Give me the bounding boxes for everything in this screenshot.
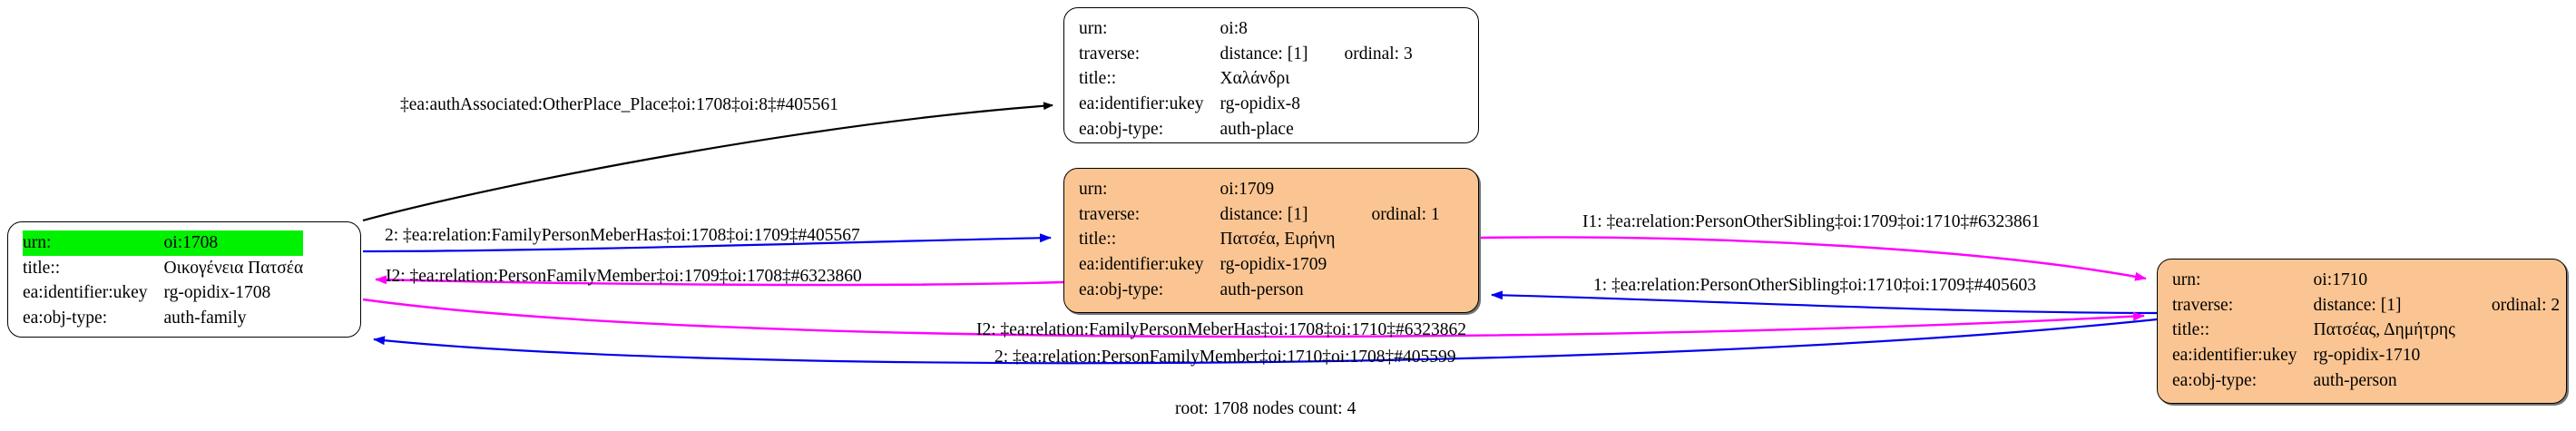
node-row-value: auth-person [2313,370,2397,390]
node-row-extra [2455,318,2560,343]
node-row-value: oi:1708 [163,230,304,256]
edge-path-1708-to-8 [362,102,1053,222]
node-row-value: rg-opidix-8 [1219,94,1300,114]
node-row-extra [1308,92,1412,117]
node-row-key: title:: [1079,69,1117,89]
node-row-value: auth-place [1219,119,1294,139]
node-row: urn: oi:1708 [23,230,304,256]
node-row-value: oi:1709 [1219,180,1275,199]
node-row: traverse: distance: [1] ordinal: 1 [1079,202,1440,228]
node-row-key: ea:obj-type: [1079,119,1164,139]
node-row-value: Πατσέας, Δημήτρης [2313,320,2455,340]
node-row-extra [2455,268,2560,293]
edge-label-1708-to-1710: I2: ‡ea:relation:FamilyPersonMeberHas‡oi… [976,320,1466,339]
node-row-key: traverse: [1079,204,1141,224]
node-row: title:: Οικογένεια Πατσέα [23,256,303,281]
node-row: title:: Χαλάνδρι [1079,66,1413,92]
node-row-value: Οικογένεια Πατσέα [163,258,304,278]
node-row-extra: ordinal: 3 [1344,44,1413,64]
node-row-value: auth-family [163,309,247,328]
node-row-key: traverse: [2172,295,2234,315]
node-row-extra [1335,177,1439,202]
node-row-value: distance: [1] [1219,204,1308,224]
node-oi-1708-auth-family[interactable]: urn: oi:1708 title:: Οικογένεια Πατσέα e… [7,221,361,338]
node-row-key: ea:identifier:ukey [1079,94,1204,114]
node-row: urn: oi:1710 [2172,268,2560,293]
node-row-extra [2455,343,2560,368]
node-oi-1709-auth-person[interactable]: urn: oi:1709 traverse: distance: [1] ord… [1063,168,1479,313]
node-row-key: ea:identifier:ukey [1079,255,1204,275]
edge-label-1708-to-8: ‡ea:authAssociated:OtherPlace_Place‡oi:1… [400,95,839,114]
node-row-extra [1308,16,1412,42]
node-row: ea:obj-type: auth-place [1079,117,1413,142]
node-row-extra: ordinal: 2 [2491,295,2561,315]
edge-label-1710-to-1709: 1: ‡ea:relation:PersonOtherSibling‡oi:17… [1593,276,2036,295]
node-row: ea:obj-type: auth-person [2172,368,2560,394]
node-row-key: title:: [23,258,61,278]
node-row-key: traverse: [1079,44,1141,64]
node-row-value: Πατσέα, Ειρήνη [1219,230,1336,250]
node-row-value: oi:8 [1219,19,1248,38]
node-row-value: rg-opidix-1710 [2313,346,2421,366]
node-row-key: ea:identifier:ukey [23,283,148,303]
node-row: ea:identifier:ukey rg-opidix-1709 [1079,252,1440,278]
node-table: urn: oi:8 traverse: distance: [1] ordina… [1079,16,1413,142]
node-oi-8-auth-place[interactable]: urn: oi:8 traverse: distance: [1] ordina… [1063,7,1479,143]
node-row: traverse: distance: [1] ordinal: 3 [1079,42,1413,67]
node-row: urn: oi:8 [1079,16,1413,42]
node-row-value: distance: [1] [2313,295,2402,315]
node-table: urn: oi:1709 traverse: distance: [1] ord… [1079,177,1440,302]
node-row-extra [1335,278,1439,303]
node-table: urn: oi:1708 title:: Οικογένεια Πατσέα e… [23,230,304,331]
node-row-extra [1308,66,1412,92]
node-row-value: Χαλάνδρι [1219,69,1290,89]
node-row: ea:obj-type: auth-person [1079,278,1440,303]
node-row-key: ea:obj-type: [23,309,108,328]
node-oi-1710-auth-person[interactable]: urn: oi:1710 traverse: distance: [1] ord… [2157,259,2567,404]
edge-label-1709-to-1708: I2: ‡ea:relation:PersonFamilyMember‡oi:1… [386,267,862,286]
node-row-extra [1335,252,1439,278]
node-row-key: ea:identifier:ukey [2172,346,2297,366]
node-row-key: urn: [2172,270,2201,289]
node-row-key: ea:obj-type: [2172,370,2258,390]
graph-caption: root: 1708 nodes count: 4 [1175,399,1357,418]
node-row-value: distance: [1] [1219,44,1308,64]
node-row: ea:obj-type: auth-family [23,306,303,331]
node-row: title:: Πατσέας, Δημήτρης [2172,318,2560,343]
node-row-value: rg-opidix-1708 [163,283,271,303]
node-row: ea:identifier:ukey rg-opidix-8 [1079,92,1413,117]
edge-label-1709-to-1710: I1: ‡ea:relation:PersonOtherSibling‡oi:1… [1582,212,2041,231]
edge-label-1708-to-1709: 2: ‡ea:relation:FamilyPersonMeberHas‡oi:… [385,226,860,245]
node-row: ea:identifier:ukey rg-opidix-1710 [2172,343,2560,368]
node-row-extra [1308,117,1412,142]
node-row-key: title:: [1079,230,1117,250]
edge-label-1710-to-1708: 2: ‡ea:relation:PersonFamilyMember‡oi:17… [994,348,1456,367]
node-table: urn: oi:1710 traverse: distance: [1] ord… [2172,268,2560,393]
node-row-value: oi:1710 [2313,270,2368,289]
node-row-extra [2455,368,2560,394]
node-row: title:: Πατσέα, Ειρήνη [1079,227,1440,252]
node-row-key: title:: [2172,320,2210,340]
edge-path-1710-to-1709 [1491,290,2158,315]
node-row-key: urn: [23,230,164,256]
node-row-key: ea:obj-type: [1079,279,1164,299]
node-row-value: auth-person [1219,279,1304,299]
node-row-extra: ordinal: 1 [1371,204,1440,224]
edge-path-1709-to-1710 [1480,236,2147,281]
node-row-value: rg-opidix-1709 [1219,255,1327,275]
node-row-key: urn: [1079,180,1108,199]
node-row: ea:identifier:ukey rg-opidix-1708 [23,280,303,306]
node-row-key: urn: [1079,19,1108,38]
node-row: traverse: distance: [1] ordinal: 2 [2172,293,2560,318]
node-row-extra [1335,227,1439,252]
node-row: urn: oi:1709 [1079,177,1440,202]
